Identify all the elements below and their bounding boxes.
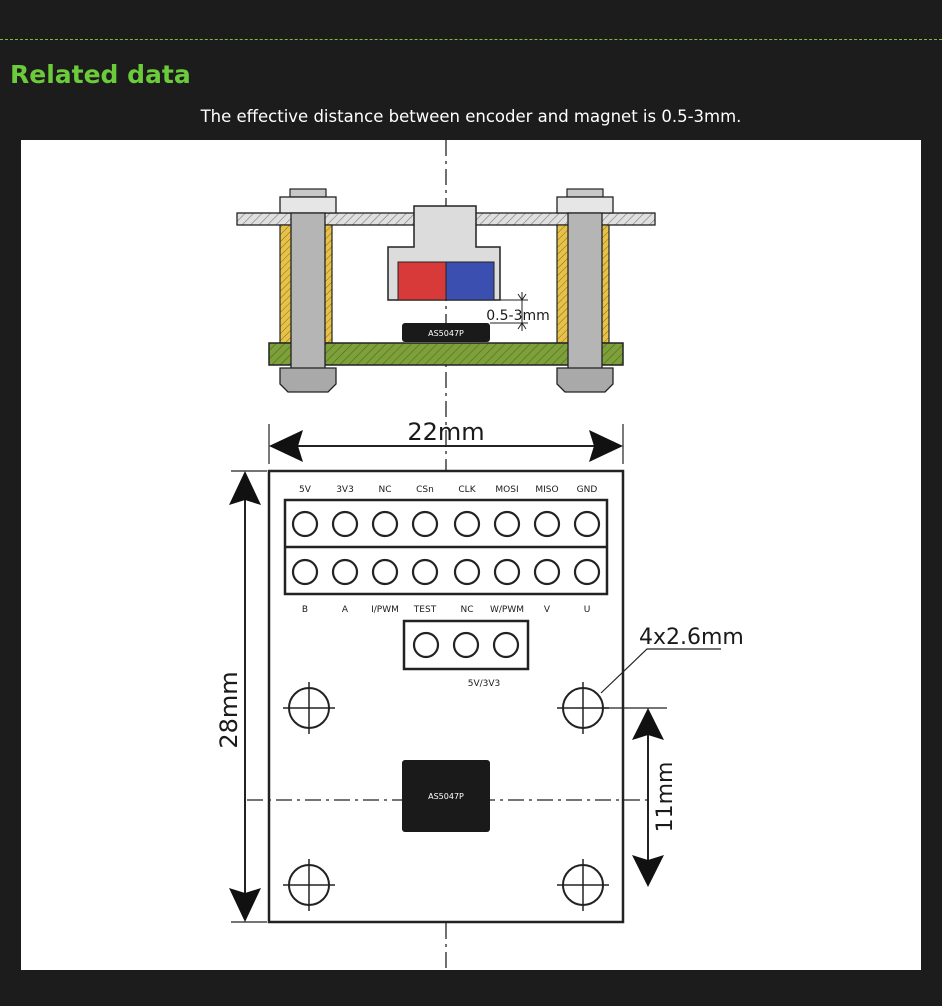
top-pin-label: CSn xyxy=(416,485,434,495)
top-pin-label: GND xyxy=(577,485,598,495)
bottom-pin-label: A xyxy=(342,605,349,615)
bottom-pin-label: B xyxy=(302,605,308,615)
magnet-south xyxy=(445,261,495,301)
encoder-chip-label: AS5047P xyxy=(428,792,464,801)
offset-dimension xyxy=(601,707,667,887)
height-dimension xyxy=(229,470,267,923)
top-pin-label: NC xyxy=(378,485,391,495)
mounting-hole xyxy=(283,682,335,734)
top-pin-label: CLK xyxy=(458,485,476,495)
header-pin xyxy=(331,510,359,538)
hole-leader-line xyxy=(600,648,721,694)
header-pin xyxy=(453,510,481,538)
top-pin-label: MISO xyxy=(535,485,558,495)
left-bolt xyxy=(279,188,337,393)
bottom-pin-label: W/PWM xyxy=(490,605,524,615)
header-pin xyxy=(493,558,521,586)
bottom-pin-label: V xyxy=(544,605,551,615)
header-pin xyxy=(371,510,399,538)
mounting-hole xyxy=(557,859,609,911)
header-pin xyxy=(573,510,601,538)
header-pin xyxy=(331,558,359,586)
header-pin xyxy=(291,558,319,586)
top-pin-label: 3V3 xyxy=(336,485,354,495)
header-pin xyxy=(291,510,319,538)
header-pin xyxy=(533,558,561,586)
header-pin xyxy=(453,558,481,586)
header-pin xyxy=(493,510,521,538)
top-pin-label: MOSI xyxy=(495,485,518,495)
gap-label: 0.5-3mm xyxy=(486,308,550,324)
header-pin xyxy=(371,558,399,586)
bottom-pin-label: TEST xyxy=(413,605,437,615)
width-label: 22mm xyxy=(407,418,484,446)
section-title: Related data xyxy=(10,60,191,89)
jumper-pin xyxy=(452,631,480,659)
width-dimension xyxy=(268,424,624,464)
gap-dimension xyxy=(490,292,528,331)
top-view: 22mm 28mm 5V 3V3 NC CSn CLK MOSI MISO GN… xyxy=(215,418,744,924)
mounting-hole xyxy=(283,859,335,911)
offset-label: 11mm xyxy=(653,762,678,833)
jumper-label: 5V/3V3 xyxy=(468,679,501,689)
encoder-dimension-figure: AS5047P 0.5-3mm xyxy=(21,140,921,970)
jumper-pin xyxy=(492,631,520,659)
bottom-pin-label: U xyxy=(584,605,591,615)
bottom-pin-label: NC xyxy=(460,605,473,615)
magnet-north xyxy=(397,261,447,301)
header-pin xyxy=(411,510,439,538)
pcb-board xyxy=(268,342,624,366)
hole-label: 4x2.6mm xyxy=(639,625,744,650)
side-chip-label: AS5047P xyxy=(428,329,464,338)
header-pin xyxy=(411,558,439,586)
top-pin-label: 5V xyxy=(299,485,312,495)
header-pin xyxy=(573,558,601,586)
figure-caption: The effective distance between encoder a… xyxy=(200,107,742,126)
dimension-diagram: AS5047P 0.5-3mm xyxy=(215,140,744,970)
height-label: 28mm xyxy=(215,671,243,748)
right-bolt xyxy=(556,188,614,393)
bottom-pin-label: I/PWM xyxy=(371,605,399,615)
jumper-pin xyxy=(412,631,440,659)
section-divider xyxy=(0,39,942,40)
side-view: AS5047P 0.5-3mm xyxy=(236,188,656,393)
encoder-chip xyxy=(402,760,490,832)
header-pin xyxy=(533,510,561,538)
side-chip xyxy=(402,323,490,342)
